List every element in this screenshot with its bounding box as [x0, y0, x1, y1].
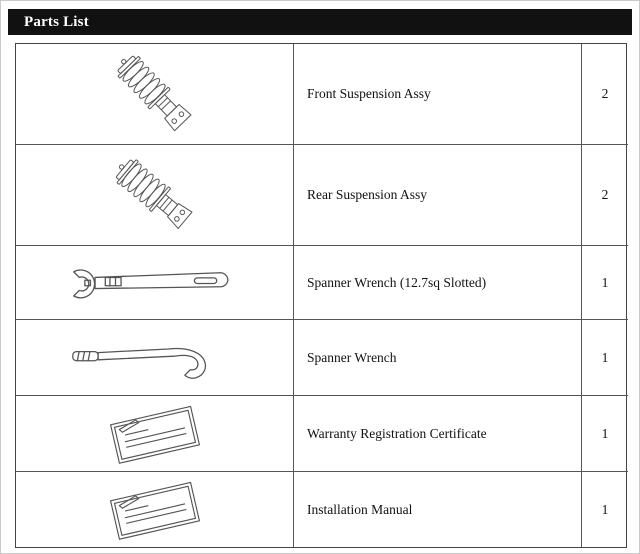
front-suspension-illustration	[117, 55, 192, 132]
section-header-bar: Parts List	[8, 9, 632, 35]
table-row-6-illustration-cell	[16, 472, 294, 547]
table-row-4-illustration-cell	[16, 320, 294, 396]
table-row-6-quantity: 1	[601, 501, 609, 517]
table-row-5-quantity: 1	[582, 396, 628, 472]
rear-suspension-illustration	[115, 159, 192, 229]
table-row-2-illustration-cell	[16, 145, 294, 246]
table-row-5-illustration-cell	[16, 396, 294, 472]
parts-table: Front Suspension Assy 2	[15, 43, 628, 548]
table-row-3-quantity: 1	[582, 246, 628, 320]
table-row-3-part-name: Spanner Wrench (12.7sq Slotted)	[294, 246, 582, 320]
table-row-2-part-name: Rear Suspension Assy	[294, 145, 582, 246]
table-row-5-part-name: Warranty Registration Certificate	[294, 396, 582, 472]
warranty-certificate-illustration	[109, 405, 200, 464]
page-title: Parts List	[24, 13, 89, 30]
table-row-4-part-name: Spanner Wrench	[294, 320, 582, 396]
table-row-3-illustration-cell	[16, 246, 294, 320]
spanner-wrench-slotted-illustration	[73, 268, 229, 298]
table-row-4-quantity: 1	[582, 320, 628, 396]
table-row-1-illustration-cell	[16, 44, 294, 145]
table-row-1-part-name: Front Suspension Assy	[294, 44, 582, 145]
table-row-1-quantity: 2	[582, 44, 628, 145]
table-row-2-quantity: 2	[582, 145, 628, 246]
spanner-wrench-hook-illustration	[71, 347, 206, 379]
table-row-6-part-name: Installation Manual	[294, 472, 582, 547]
installation-manual-illustration	[109, 481, 200, 540]
